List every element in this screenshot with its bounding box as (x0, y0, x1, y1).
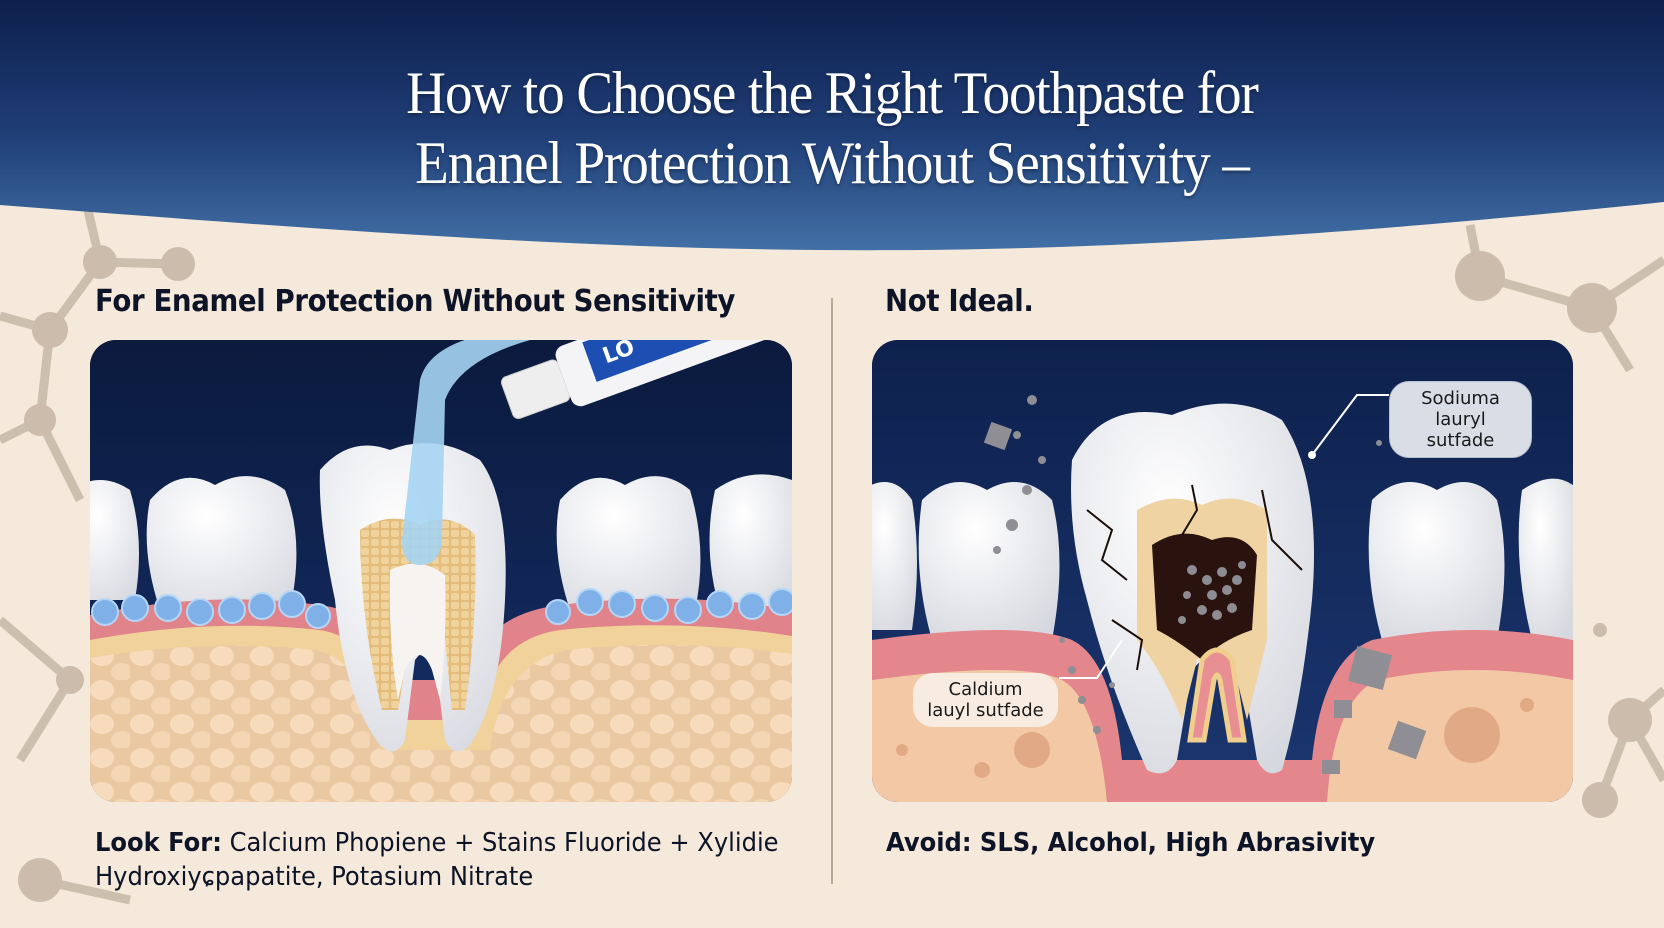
look-for-text: Look For: Calcium Phopiene + Stains Fluo… (95, 826, 779, 894)
callout-calcium-lauryl-sulfate: Caldium lauyl sutfade (913, 673, 1058, 727)
callout-top-line1: Sodiuma (1421, 388, 1500, 409)
callout-top-line2: lauryl sutfade (1426, 409, 1495, 451)
look-for-line-1: Look For: Calcium Phopiene + Stains Fluo… (95, 826, 779, 860)
healthy-teeth-illustration: LO (90, 340, 792, 802)
callout-bottom-line2: lauyl sutfade (927, 700, 1044, 721)
avoid-text: Avoid: SLS, Alcohol, High Abrasivity (886, 828, 1376, 858)
title-line-1: How to Choose the Right Toothpaste for (406, 60, 1259, 126)
header-banner: How to Choose the Right Toothpaste for E… (0, 0, 1664, 260)
column-divider (831, 298, 833, 884)
callout-sodium-lauryl-sulfate: Sodiuma lauryl sutfade (1389, 381, 1532, 458)
look-for-ingredients-1: Calcium Phopiene + Stains Fluoride + Xyl… (229, 828, 779, 858)
title-line-2: Enanel Protection Without Sensitivity – (415, 130, 1250, 196)
look-for-label: Look For: (95, 828, 222, 858)
right-column-heading: Not Ideal. (885, 284, 1034, 319)
page-title: How to Choose the Right Toothpaste for E… (67, 58, 1598, 198)
look-for-line-2: Hydroxiyɕpapatite, Potasium Nitrate (95, 862, 534, 892)
left-illustration-panel: LO (90, 340, 792, 802)
callout-bottom-line1: Caldium (948, 679, 1023, 700)
header-background (0, 0, 1664, 251)
left-column-heading: For Enamel Protection Without Sensitivit… (95, 284, 736, 319)
